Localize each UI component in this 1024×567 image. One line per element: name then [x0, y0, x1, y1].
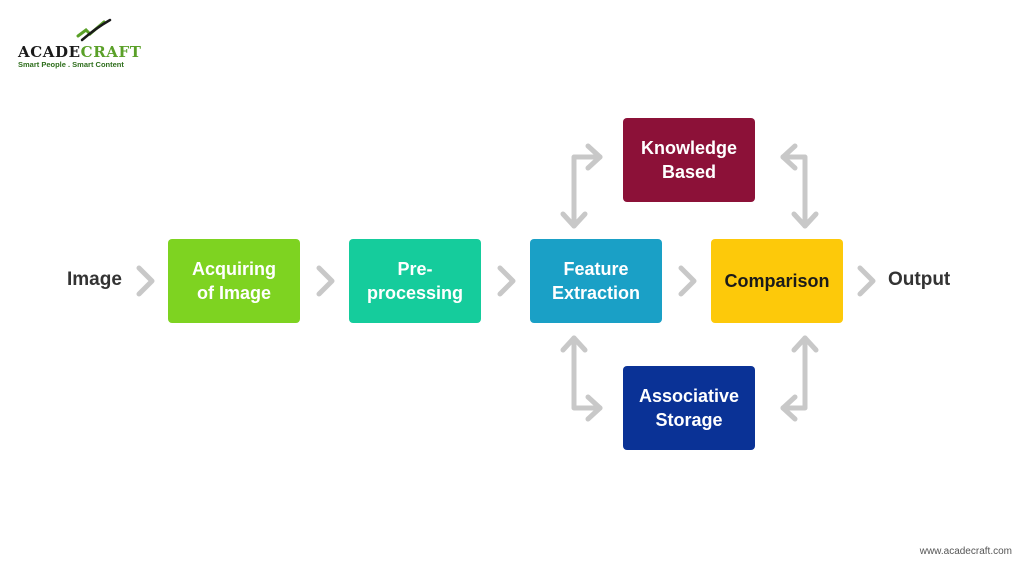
brand-name-prefix: ACADE: [18, 43, 81, 61]
arrowhead-feature-storage-right: [585, 394, 603, 422]
step-feature-line-2: Extraction: [551, 283, 641, 303]
knowledge-line-2: Based: [661, 162, 716, 182]
arrow-feature-knowledge: [571, 154, 603, 229]
chevron-preprocessing-to-feature: [497, 265, 516, 297]
step-preprocessing-line-2: processing: [366, 283, 464, 303]
step-acquiring-line-1: Acquiring: [192, 258, 276, 279]
storage-line-1: Associative: [638, 385, 740, 406]
arrowhead-feature-storage-up: [560, 335, 588, 353]
check-swoosh-icon: [76, 18, 112, 42]
chevron-acquiring-to-preprocessing: [316, 265, 335, 297]
step-acquiring-of-image: Acquiring of Image: [168, 239, 300, 323]
arrowhead-feature-knowledge-right: [585, 143, 603, 171]
step-comparison-line-1: Comparison: [724, 270, 830, 291]
chevron-image-to-acquiring: [136, 265, 155, 297]
output-label: Output: [888, 269, 951, 290]
step-comparison: Comparison: [711, 239, 843, 323]
arrowhead-knowledge-comparison-left: [780, 143, 798, 171]
step-feature-line-1: Feature: [563, 258, 629, 279]
step-preprocessing: Pre- processing: [349, 239, 481, 323]
arrowhead-feature-knowledge-up: [560, 211, 588, 229]
step-acquiring-line-2: of Image: [196, 283, 271, 303]
brand-tagline: Smart People . Smart Content: [18, 60, 124, 69]
step-feature-extraction: Feature Extraction: [530, 239, 662, 323]
arrowhead-storage-comparison-left: [780, 394, 798, 422]
acadecraft-logo: ACADECRAFT Smart People . Smart Content: [16, 18, 146, 70]
brand-name: ACADECRAFT: [18, 43, 142, 61]
arrowhead-knowledge-comparison-down: [791, 211, 819, 229]
step-preprocessing-line-1: Pre-: [397, 258, 433, 279]
arrow-storage-comparison: [780, 335, 808, 411]
input-label: Image: [67, 269, 122, 290]
knowledge-based-box: Knowledge Based: [623, 118, 755, 202]
brand-name-accent: CRAFT: [80, 43, 142, 61]
arrow-feature-storage: [571, 335, 603, 411]
chevron-comparison-to-output: [857, 265, 876, 297]
storage-line-2: Storage: [655, 410, 723, 430]
associative-storage-box: Associative Storage: [623, 366, 755, 450]
chevron-feature-to-comparison: [678, 265, 697, 297]
website-watermark: www.acadecraft.com: [919, 546, 1012, 557]
knowledge-line-1: Knowledge: [640, 137, 737, 158]
arrowhead-storage-comparison-up: [791, 335, 819, 353]
arrow-knowledge-comparison: [780, 154, 808, 229]
